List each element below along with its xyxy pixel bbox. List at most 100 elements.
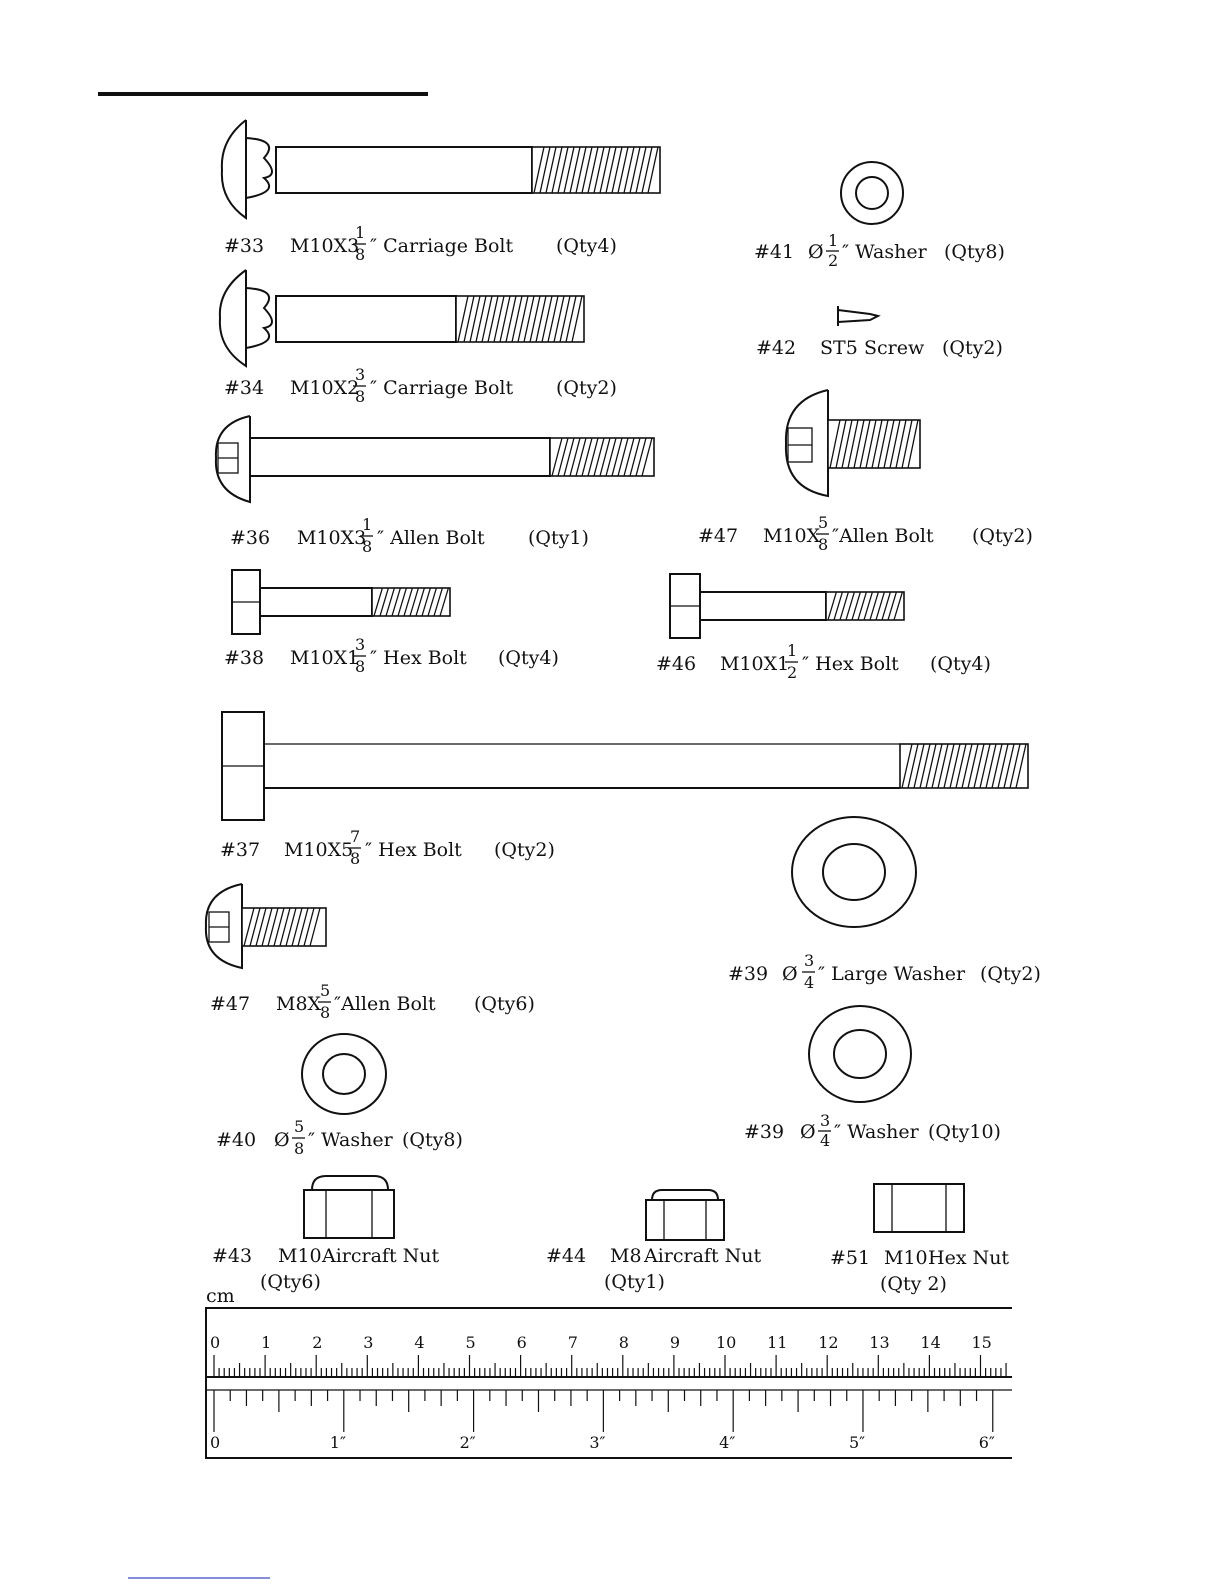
thread-line — [955, 743, 967, 789]
thread-line — [565, 295, 577, 343]
thread-line — [279, 907, 291, 947]
thread-line — [851, 591, 862, 621]
part-39-large-washer-icon — [791, 816, 917, 928]
thread-line — [581, 146, 593, 194]
svg-text:4: 4 — [804, 973, 814, 992]
cm-label: 2 — [312, 1333, 322, 1352]
svg-text:#37: #37 — [220, 839, 260, 861]
cm-label: 15 — [972, 1333, 992, 1352]
part-40-label: #40 Ø 5 8 ″ Washer (Qty8) — [216, 1117, 463, 1158]
thread-line — [839, 591, 850, 621]
part-36-allen-bolt-icon — [214, 415, 655, 504]
thread-line — [255, 907, 267, 947]
svg-text:M10X1: M10X1 — [720, 653, 789, 675]
part-47-m10-label: #47 M10X 5 8 ″Allen Bolt (Qty2) — [698, 513, 1033, 554]
thread-line — [925, 743, 937, 789]
thread-line — [623, 146, 635, 194]
thread-line — [913, 743, 925, 789]
thread-line — [569, 146, 581, 194]
svg-text:″ Hex Bolt: ″ Hex Bolt — [370, 647, 467, 669]
svg-text:ST5: ST5 — [820, 337, 858, 359]
svg-text:8: 8 — [362, 537, 372, 556]
svg-text:″Allen Bolt: ″Allen Bolt — [832, 525, 934, 547]
part-42-label: #42 ST5 Screw (Qty2) — [756, 337, 1003, 359]
cm-label: 10 — [716, 1333, 736, 1352]
part-41-label: #41 Ø 1 2 ″ Washer (Qty8) — [754, 231, 1005, 270]
svg-text:#46: #46 — [656, 653, 696, 675]
svg-text:2: 2 — [828, 251, 838, 270]
part-33-carriage-bolt-icon — [220, 119, 661, 220]
svg-text:#51: #51 — [830, 1247, 870, 1269]
cm-label: 9 — [670, 1333, 680, 1352]
part-43-label: #43 M10 Aircraft Nut (Qty6) — [212, 1245, 440, 1293]
thread-line — [511, 295, 523, 343]
thread-line — [273, 907, 285, 947]
thread-line — [551, 437, 563, 477]
svg-text:″ Washer: ″ Washer — [842, 241, 928, 263]
thread-line — [967, 743, 979, 789]
svg-text:″ Large Washer: ″ Large Washer — [818, 963, 966, 985]
thread-line — [949, 743, 961, 789]
svg-text:#47: #47 — [698, 525, 738, 547]
thread-line — [303, 907, 315, 947]
thread-line — [493, 295, 505, 343]
svg-text:M10X3: M10X3 — [290, 235, 359, 257]
thread-line — [475, 295, 487, 343]
thread-line — [829, 419, 841, 469]
svg-text:3: 3 — [804, 951, 814, 970]
thread-line — [575, 437, 587, 477]
thread-line — [937, 743, 949, 789]
svg-text:#39: #39 — [728, 963, 768, 985]
thread-line — [463, 295, 475, 343]
thread-line — [961, 743, 973, 789]
thread-line — [623, 437, 635, 477]
thread-line — [901, 743, 913, 789]
svg-text:(Qty4): (Qty4) — [556, 235, 617, 257]
thread-line — [415, 587, 426, 617]
svg-text:″ Washer: ″ Washer — [834, 1121, 920, 1143]
thread-line — [533, 146, 545, 194]
thread-line — [895, 419, 907, 469]
part-41-washer-icon — [840, 161, 904, 225]
thread-line — [611, 437, 623, 477]
thread-line — [635, 146, 647, 194]
svg-text:2: 2 — [787, 663, 797, 682]
thread-line — [297, 907, 309, 947]
part-44-aircraft-nut-icon — [645, 1189, 725, 1241]
svg-text:8: 8 — [350, 849, 360, 868]
svg-text:3: 3 — [355, 365, 365, 384]
thread-line — [291, 907, 303, 947]
svg-text:″ Hex Bolt: ″ Hex Bolt — [802, 653, 899, 675]
cm-label: 12 — [818, 1333, 838, 1352]
thread-line — [979, 743, 991, 789]
thread-line — [907, 743, 919, 789]
svg-text:#44: #44 — [546, 1245, 586, 1267]
thread-line — [551, 146, 563, 194]
cm-label: 4 — [414, 1333, 424, 1352]
svg-text:5: 5 — [294, 1117, 304, 1136]
svg-text:M10X3: M10X3 — [297, 527, 366, 549]
svg-text:(Qty6): (Qty6) — [474, 993, 535, 1015]
part-44-label: #44 M8 Aircraft Nut (Qty1) — [546, 1245, 762, 1293]
thread-line — [847, 419, 859, 469]
svg-text:(Qty4): (Qty4) — [498, 647, 559, 669]
thread-line — [853, 419, 865, 469]
thread-line — [611, 146, 623, 194]
thread-line — [385, 587, 396, 617]
cm-label: 13 — [869, 1333, 889, 1352]
cm-label: 3 — [363, 1333, 373, 1352]
thread-line — [901, 419, 913, 469]
inch-label: 1″ — [330, 1433, 346, 1452]
part-36-label: #36 M10X3 1 8 ″ Allen Bolt (Qty1) — [230, 515, 589, 556]
thread-line — [845, 591, 856, 621]
part-39-label: #39 Ø 3 4 ″ Washer (Qty10) — [744, 1111, 1001, 1150]
thread-line — [973, 743, 985, 789]
thread-line — [629, 437, 641, 477]
svg-text:8: 8 — [320, 1003, 330, 1022]
inch-label: 3″ — [589, 1433, 605, 1452]
svg-text:Hex Nut: Hex Nut — [928, 1247, 1009, 1269]
svg-text:#42: #42 — [756, 337, 796, 359]
svg-text:M10X: M10X — [763, 525, 821, 547]
part-47-m10-allen-bolt-icon — [784, 389, 921, 498]
